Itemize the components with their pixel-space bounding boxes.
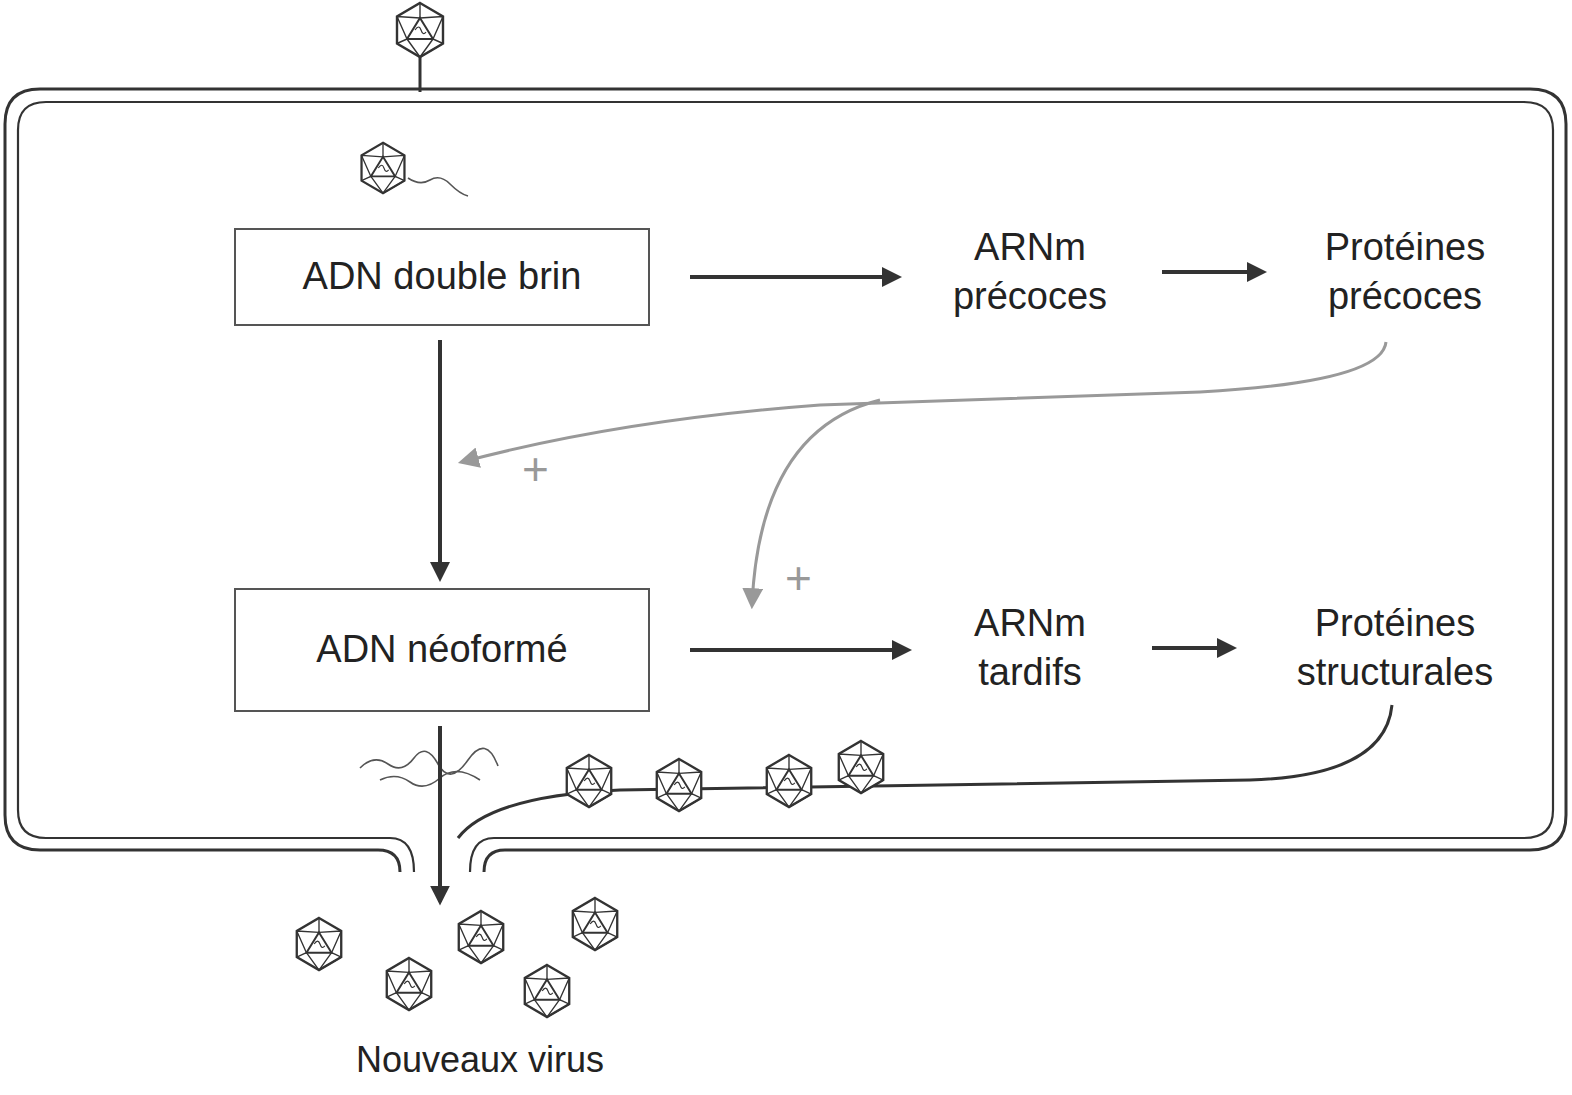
node-text: ADN double brin xyxy=(303,252,582,301)
node-text: ARNm précoces xyxy=(920,223,1140,322)
flow-arrow xyxy=(1152,646,1233,650)
process-box: ADN néoformé xyxy=(234,588,650,712)
stage-label: Protéines précoces xyxy=(1285,223,1525,322)
flow-arrow xyxy=(438,340,442,578)
activation-sign: + xyxy=(785,555,812,601)
stage-label: ARNm tardifs xyxy=(930,599,1130,698)
result-label: Nouveaux virus xyxy=(310,1037,650,1084)
node-text: Protéines structurales xyxy=(1255,599,1535,698)
flow-arrow xyxy=(438,726,442,902)
stage-label: Protéines structurales xyxy=(1255,599,1535,698)
node-text: Protéines précoces xyxy=(1285,223,1525,322)
node-text: ARNm tardifs xyxy=(930,599,1130,698)
flow-arrow xyxy=(690,648,908,652)
node-text: Nouveaux virus xyxy=(356,1037,604,1084)
activation-sign: + xyxy=(522,446,549,492)
node-text: ADN néoformé xyxy=(316,625,567,674)
process-box: ADN double brin xyxy=(234,228,650,326)
flow-arrow xyxy=(690,275,898,279)
stage-label: ARNm précoces xyxy=(920,223,1140,322)
flow-arrow xyxy=(1162,270,1263,274)
